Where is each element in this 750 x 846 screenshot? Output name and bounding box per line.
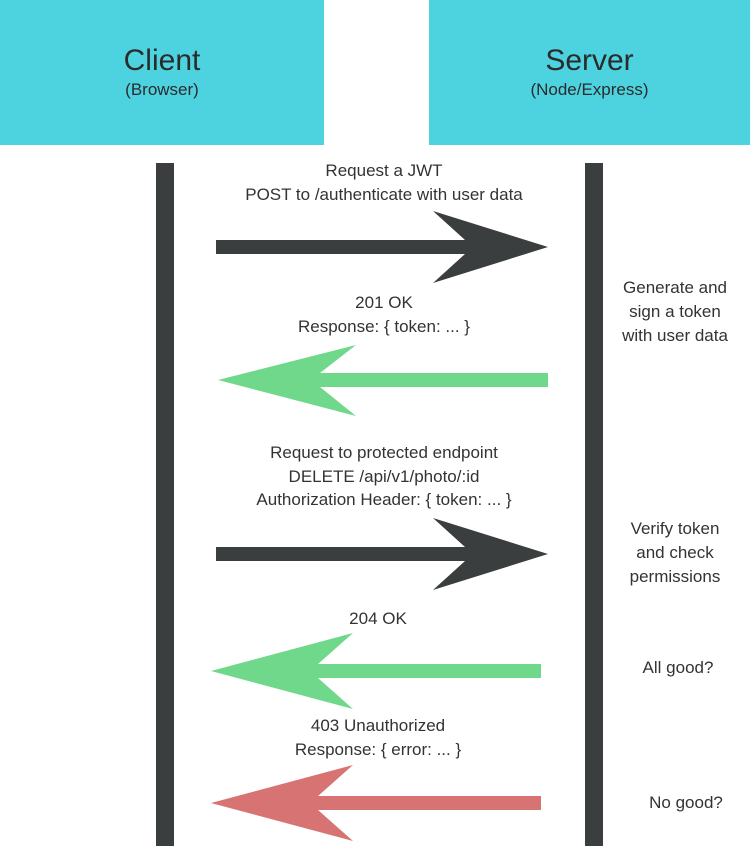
message-line: POST to /authenticate with user data	[245, 184, 523, 204]
message-line: Request to protected endpoint	[270, 443, 498, 462]
note-line: Verify token	[630, 519, 720, 538]
note-line: Generate and	[623, 278, 727, 297]
client-title: Client	[123, 44, 201, 77]
arrow-201-ok-shape	[218, 345, 548, 416]
client-lifeline	[156, 163, 174, 846]
message-label-204-ok: 204 OK	[200, 607, 556, 631]
client-header-box: Client (Browser)	[0, 0, 324, 145]
message-line: Response: { token: ... }	[297, 316, 470, 336]
message-line: Response: { error: ... }	[294, 739, 462, 759]
server-header-box: Server (Node/Express)	[429, 0, 750, 145]
arrow-request-jwt-shape	[216, 211, 548, 283]
arrow-204-ok-shape	[211, 633, 541, 709]
message-line: DELETE /api/v1/photo/:id	[288, 466, 480, 486]
note-line: No good?	[649, 793, 723, 812]
note-generate-token: Generate and sign a token with user data	[608, 276, 742, 348]
server-lifeline	[585, 163, 603, 846]
message-line: 204 OK	[349, 609, 407, 628]
arrow-protected-request-shape	[216, 518, 548, 590]
note-line: with user data	[622, 326, 728, 345]
arrow-403-unauthorized-shape	[211, 765, 541, 841]
message-label-201-ok: 201 OK Response: { token: ... }	[200, 291, 568, 338]
message-line: Request a JWT	[325, 161, 443, 180]
client-subtitle: (Browser)	[125, 80, 199, 99]
note-line: sign a token	[629, 302, 721, 321]
note-all-good: All good?	[608, 656, 748, 680]
note-line: All good?	[642, 658, 714, 677]
note-no-good: No good?	[616, 791, 750, 815]
note-verify-token: Verify token and check permissions	[608, 517, 742, 589]
server-title: Server	[545, 44, 634, 77]
message-label-403-unauthorized: 403 Unauthorized Response: { error: ... …	[200, 714, 556, 761]
message-line: 403 Unauthorized	[310, 716, 446, 735]
message-label-request-jwt: Request a JWT POST to /authenticate with…	[200, 159, 568, 206]
message-line: 201 OK	[355, 293, 413, 312]
note-line: and check	[636, 543, 714, 562]
server-subtitle: (Node/Express)	[530, 80, 649, 99]
message-line: Authorization Header: { token: ... }	[256, 490, 512, 509]
message-label-protected-request: Request to protected endpoint DELETE /ap…	[200, 441, 568, 512]
note-line: permissions	[629, 567, 721, 586]
